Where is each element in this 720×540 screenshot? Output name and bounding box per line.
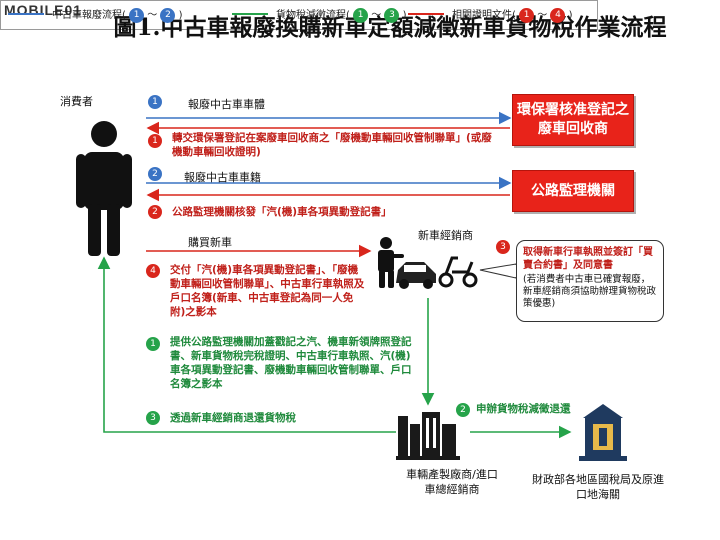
- node-tax-office-label: 財政部各地區國稅局及原進口地海關: [532, 473, 664, 501]
- arrow-green-3: [97, 256, 396, 433]
- step-blue-2-text: 報廢中古車車籍: [184, 171, 261, 184]
- step-blue-2-badge: 2: [148, 167, 162, 181]
- legend-blue-to-badge: 2: [160, 7, 176, 23]
- step-red-1-text: 轉交環保署登記在案廢車回收商之「廢機動車輛回收管制聯單」(或廢機動車輛回收證明): [172, 132, 492, 158]
- legend-red-line: [408, 13, 444, 15]
- step-blue-1-badge: 1: [148, 95, 162, 109]
- legend-green-from-badge: 1: [353, 7, 369, 23]
- legend-red-item: 相關證明文件( 1 ～ 4 ): [452, 7, 573, 23]
- node-dmv-box: 公路監理機關: [512, 170, 634, 212]
- legend-green-line: [232, 13, 268, 15]
- node-manufacturer-label: 車輛產製廠商/進口車總經銷商: [406, 468, 498, 496]
- legend-blue-from-badge: 1: [129, 7, 145, 23]
- legend-red-to-badge: 4: [550, 7, 566, 23]
- step-green-2-badge: 2: [456, 403, 470, 417]
- step-green-3-text: 透過新車經銷商退還貨物稅: [170, 412, 296, 424]
- step-green-3-badge: 3: [146, 411, 160, 425]
- step-green-1-text: 提供公路監理機關加蓋戳記之汽、機車新領牌照登記書、新車貨物稅完稅證明、中古車行車…: [170, 336, 412, 390]
- step-red-4-badge: 4: [146, 264, 160, 278]
- legend-blue-item: 中古車報廢流程( 1 ～ 2 ): [52, 7, 183, 23]
- step-blue-1-text: 報廢中古車車體: [188, 98, 265, 111]
- node-epa-recycler-box: 環保署核准登記之廢車回收商: [512, 94, 634, 146]
- legend-green-to-badge: 3: [384, 7, 400, 23]
- legend: 中古車報廢流程( 1 ～ 2 ) 貨物稅減徵流程( 1 ～ 3 ) 相關證明文件…: [0, 0, 598, 30]
- step-red-3-badge: 3: [496, 240, 510, 254]
- legend-blue-line: [8, 13, 44, 15]
- scooter-icon: [438, 256, 478, 288]
- legend-green-item: 貨物稅減徵流程( 1 ～ 3 ): [276, 7, 407, 23]
- step-buy-new-car-text: 購買新車: [188, 236, 232, 249]
- step-red-2-text: 公路監理機關核發「汽(機)車各項異動登記書」: [172, 206, 392, 218]
- step-red-3-note: (若消費者中古車已確實報廢，新車經銷商須協助辦理貨物稅政策優惠): [523, 274, 657, 309]
- node-consumer-label: 消費者: [60, 95, 93, 108]
- step-green-2-text: 申辦貨物稅減徵退還: [476, 403, 571, 415]
- factory-icon: [396, 412, 460, 460]
- step-red-3-bubble: 取得新車行車執照並簽訂「買賣合約書」及同意書 (若消費者中古車已確實報廢，新車經…: [516, 240, 664, 322]
- legend-red-from-badge: 1: [519, 7, 535, 23]
- government-building-icon: [579, 404, 627, 461]
- step-red-4-text: 交付「汽(機)車各項異動登記書」、「廢機動車輛回收管制聯單」、中古車行車執照及戶…: [170, 264, 365, 318]
- car-icon: [396, 262, 436, 289]
- node-dealer-label: 新車經銷商: [418, 229, 473, 242]
- step-red-3-text: 取得新車行車執照並簽訂「買賣合約書」及同意書: [523, 247, 653, 271]
- salesman-icon: [378, 237, 404, 288]
- step-red-1-badge: 1: [148, 134, 162, 148]
- step-green-1-badge: 1: [146, 337, 160, 351]
- step-red-2-badge: 2: [148, 205, 162, 219]
- person-icon: [76, 121, 132, 256]
- speech-bubble-tail: [479, 263, 517, 279]
